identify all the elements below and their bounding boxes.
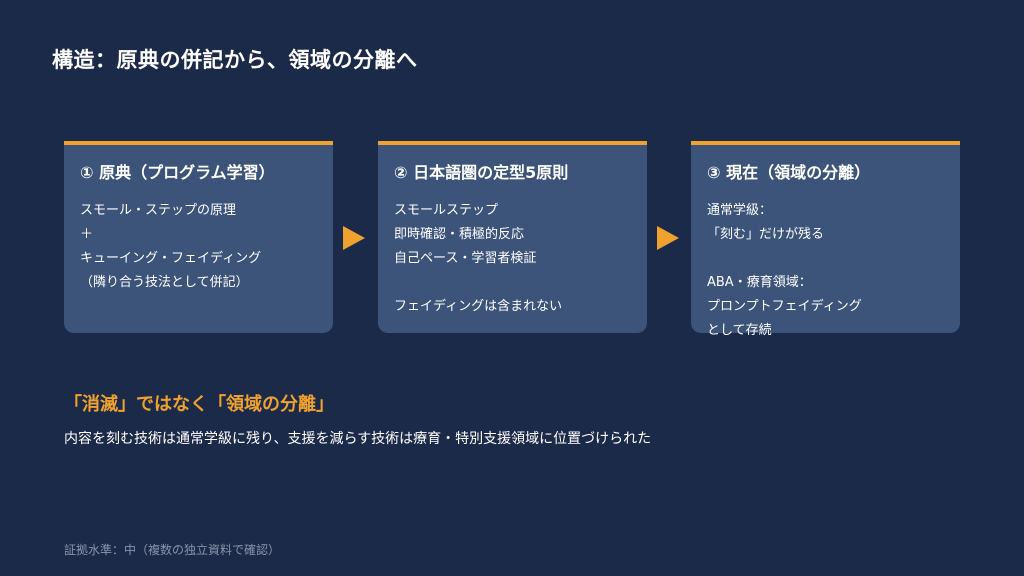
conclusion-text: 内容を刻む技術は通常学級に残り、支援を減らす技術は療育・特別支援領域に位置づけら…	[64, 431, 652, 447]
arrow-right-icon	[657, 226, 679, 250]
card-title: ③ 現在（領域の分離）	[707, 163, 871, 182]
slide-title: 構造：原典の併記から、領域の分離へ	[52, 48, 418, 72]
card-title: ① 原典（プログラム学習）	[80, 163, 275, 182]
stage-card-original: ① 原典（プログラム学習） スモール・ステップの原理 ＋ キューイング・フェイデ…	[64, 141, 333, 333]
evidence-level-note: 証拠水準：中（複数の独立資料で確認）	[64, 543, 281, 557]
stage-card-japanese-principles: ② 日本語圏の定型5原則 スモールステップ 即時確認・積極的反応 自己ペース・学…	[378, 141, 647, 333]
conclusion-headline: 「消滅」ではなく「領域の分離」	[64, 394, 334, 415]
stage-card-present: ③ 現在（領域の分離） 通常学級： 「刻む」だけが残る ABA・療育領域： プロ…	[691, 141, 960, 338]
card-title: ② 日本語圏の定型5原則	[394, 163, 569, 182]
card-body: 通常学級： 「刻む」だけが残る ABA・療育領域： プロンプトフェイディング と…	[707, 203, 862, 338]
card-body: スモールステップ 即時確認・積極的反応 自己ペース・学習者検証 フェイディングは…	[394, 203, 563, 314]
arrow-right-icon	[343, 226, 365, 250]
card-body: スモール・ステップの原理 ＋ キューイング・フェイディング （隣り合う技法として…	[80, 203, 262, 290]
